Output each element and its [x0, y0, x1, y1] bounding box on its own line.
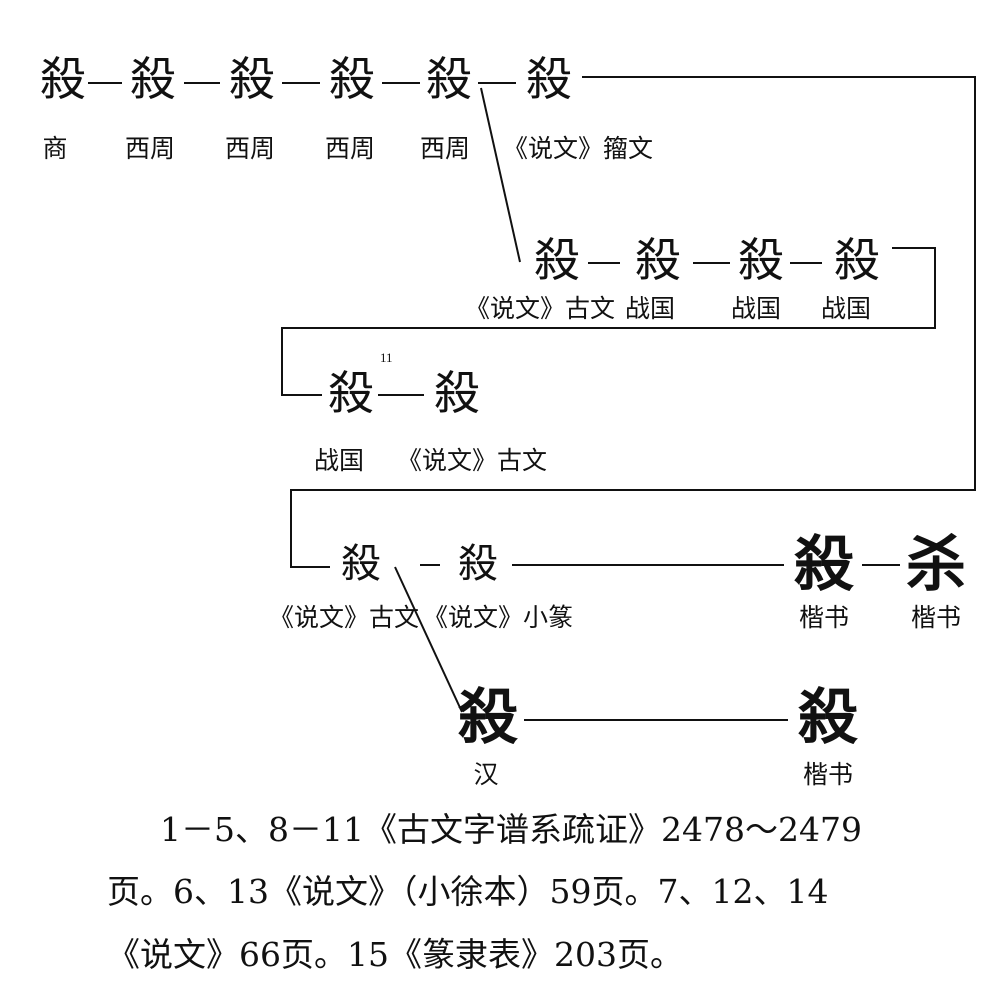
glyph-5: 殺	[426, 52, 472, 106]
glyph-15: 殺	[794, 530, 854, 600]
connector	[290, 76, 976, 568]
glyph-4: 殺	[329, 52, 375, 106]
glyph-14-label: 《说文》小篆	[422, 603, 574, 632]
glyph-6: 殺	[526, 52, 572, 106]
glyph-17-label: 汉	[473, 760, 499, 789]
glyph-15-label: 楷书	[798, 603, 850, 632]
glyph-1-label: 商	[42, 134, 68, 163]
glyph-9-label: 战国	[730, 294, 782, 323]
glyph-18: 殺	[798, 683, 858, 753]
glyph-2: 殺	[130, 52, 176, 106]
glyph-8: 殺	[635, 233, 681, 287]
connector	[480, 87, 521, 263]
glyph-9: 殺	[738, 233, 784, 287]
glyph-12: 殺	[434, 366, 480, 420]
glyph-6-label: 《说文》籀文	[502, 134, 654, 163]
glyph-14: 殺	[458, 541, 498, 587]
glyph-17: 殺	[458, 683, 518, 753]
glyph-4-label: 西周	[324, 134, 376, 163]
connector	[394, 566, 463, 713]
index-marker: 11	[380, 350, 393, 365]
source-note-line-1: 1－5、8－11《古文字谱系疏证》2478～2479	[160, 810, 862, 849]
glyph-1: 殺	[40, 52, 86, 106]
source-note-line-2: 页。6、13《说文》（小徐本）59页。7、12、14	[107, 872, 829, 911]
glyph-7-label: 《说文》古文	[464, 294, 616, 323]
glyph-12-label: 《说文》古文	[396, 446, 548, 475]
glyph-13-label: 《说文》古文	[268, 603, 420, 632]
glyph-10-label: 战国	[820, 294, 872, 323]
glyph-8-label: 战国	[624, 294, 676, 323]
glyph-16-label: 楷书	[910, 603, 962, 632]
connector	[281, 247, 936, 396]
glyph-3: 殺	[229, 52, 275, 106]
glyph-7: 殺	[534, 233, 580, 287]
glyph-18-label: 楷书	[802, 760, 854, 789]
glyph-5-label: 西周	[419, 134, 471, 163]
glyph-11-label: 战国	[313, 446, 365, 475]
glyph-3-label: 西周	[224, 134, 276, 163]
glyph-2-label: 西周	[124, 134, 176, 163]
glyph-11: 殺	[328, 366, 374, 420]
glyph-13: 殺	[341, 541, 381, 587]
glyph-16: 杀	[906, 530, 966, 600]
source-note-line-3: 《说文》66页。15《篆隶表》203页。	[107, 935, 683, 974]
glyph-10: 殺	[834, 233, 880, 287]
